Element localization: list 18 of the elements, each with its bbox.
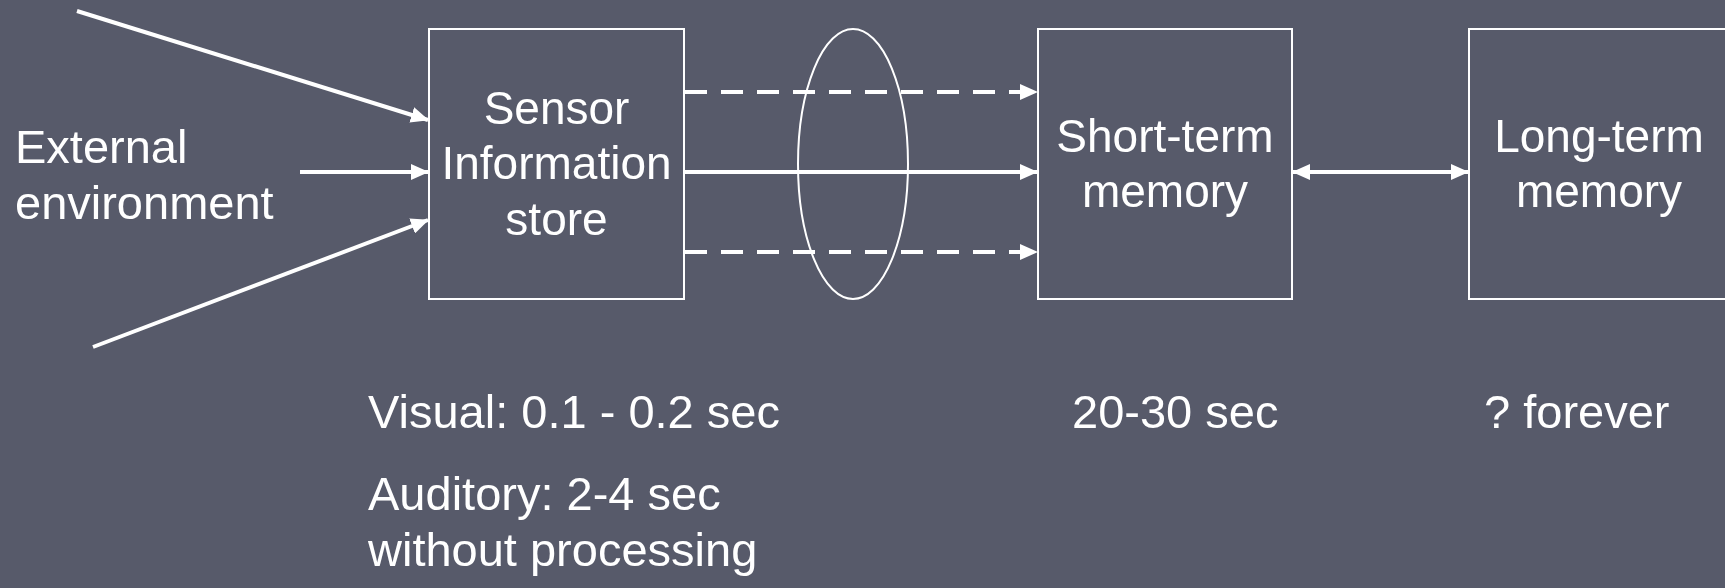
- process-box: [428, 28, 685, 300]
- box-label: External environment: [15, 118, 275, 231]
- duration-note: Auditory: 2-4 sec without processing: [368, 466, 759, 579]
- process-box: [1468, 28, 1725, 300]
- duration-note: Visual: 0.1 - 0.2 sec: [368, 384, 780, 440]
- duration-note: ? forever: [1484, 384, 1670, 440]
- arrow: [685, 244, 1038, 260]
- box-label: Short-term memory: [1055, 108, 1275, 219]
- box-label: Long-term memory: [1493, 108, 1705, 219]
- arrow: [685, 164, 1038, 180]
- arrow: [300, 164, 429, 180]
- box-label: Sensor Information store: [440, 81, 673, 247]
- duration-note: 20-30 sec: [1072, 384, 1279, 440]
- arrow: [92, 218, 429, 349]
- arrow: [685, 84, 1038, 100]
- process-box: [1037, 28, 1293, 300]
- arrow: [1292, 164, 1469, 180]
- arrow: [76, 9, 429, 123]
